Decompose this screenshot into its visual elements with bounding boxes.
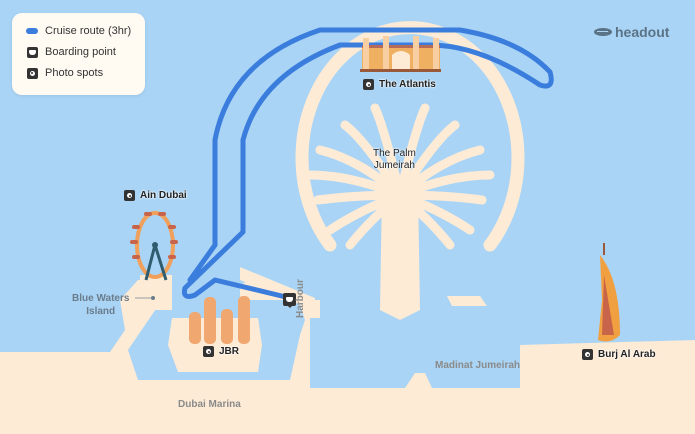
palm-trunk [380, 190, 420, 320]
boarding-point-icon [26, 46, 38, 58]
boarding-point-marker[interactable] [283, 293, 296, 308]
camera-icon [26, 67, 38, 79]
blue-waters-land [140, 275, 172, 310]
atlantis-illustration [360, 36, 441, 72]
palm-jumeirah-label: The Palm Jumeirah [373, 148, 416, 172]
camera-icon [124, 190, 135, 201]
poi-burj-al-arab[interactable]: Burj Al Arab [582, 349, 656, 360]
poi-label: JBR [219, 346, 240, 357]
route-line-icon [26, 25, 38, 37]
legend-label: Cruise route (3hr) [45, 25, 132, 37]
map-legend: Cruise route (3hr) Boarding point Photo … [12, 13, 145, 95]
camera-icon [203, 346, 214, 357]
legend-item-boarding: Boarding point [26, 46, 116, 58]
cruise-route-path [182, 27, 554, 301]
jbr-towers-illustration [189, 296, 250, 344]
palm-label-line1: The Palm [373, 148, 416, 159]
madinat-jumeirah-label: Madinat Jumeirah [435, 360, 521, 371]
camera-icon [363, 79, 374, 90]
legend-label: Photo spots [45, 67, 104, 79]
ain-dubai-illustration [130, 211, 178, 281]
poi-label: Ain Dubai [140, 190, 187, 201]
headout-logo: headout [594, 24, 669, 40]
poi-label: Burj Al Arab [598, 349, 656, 360]
dubai-marina-label: Dubai Marina [178, 399, 241, 410]
blue-waters-line2: Island [86, 306, 116, 317]
palm-label-line2: Jumeirah [373, 160, 415, 171]
poi-label: The Atlantis [379, 79, 436, 90]
burj-al-arab-illustration [598, 243, 620, 342]
islet [447, 296, 487, 306]
blue-waters-label: Blue Waters Island [72, 292, 129, 318]
camera-icon [582, 349, 593, 360]
ship-icon [286, 297, 293, 302]
coastline-land [0, 280, 695, 434]
harbour-label: Harbour [295, 279, 306, 318]
palm-fronds [305, 103, 495, 250]
poi-atlantis[interactable]: The Atlantis [363, 79, 436, 90]
poi-jbr[interactable]: JBR [203, 346, 239, 357]
legend-label: Boarding point [45, 46, 116, 58]
blue-waters-line1: Blue Waters [72, 293, 130, 304]
blimp-icon [594, 28, 612, 36]
poi-ain-dubai[interactable]: Ain Dubai [124, 190, 187, 201]
harbour-pier [240, 267, 315, 310]
legend-item-photo: Photo spots [26, 67, 103, 79]
brand-name: headout [615, 24, 670, 40]
legend-item-route: Cruise route (3hr) [26, 25, 131, 37]
